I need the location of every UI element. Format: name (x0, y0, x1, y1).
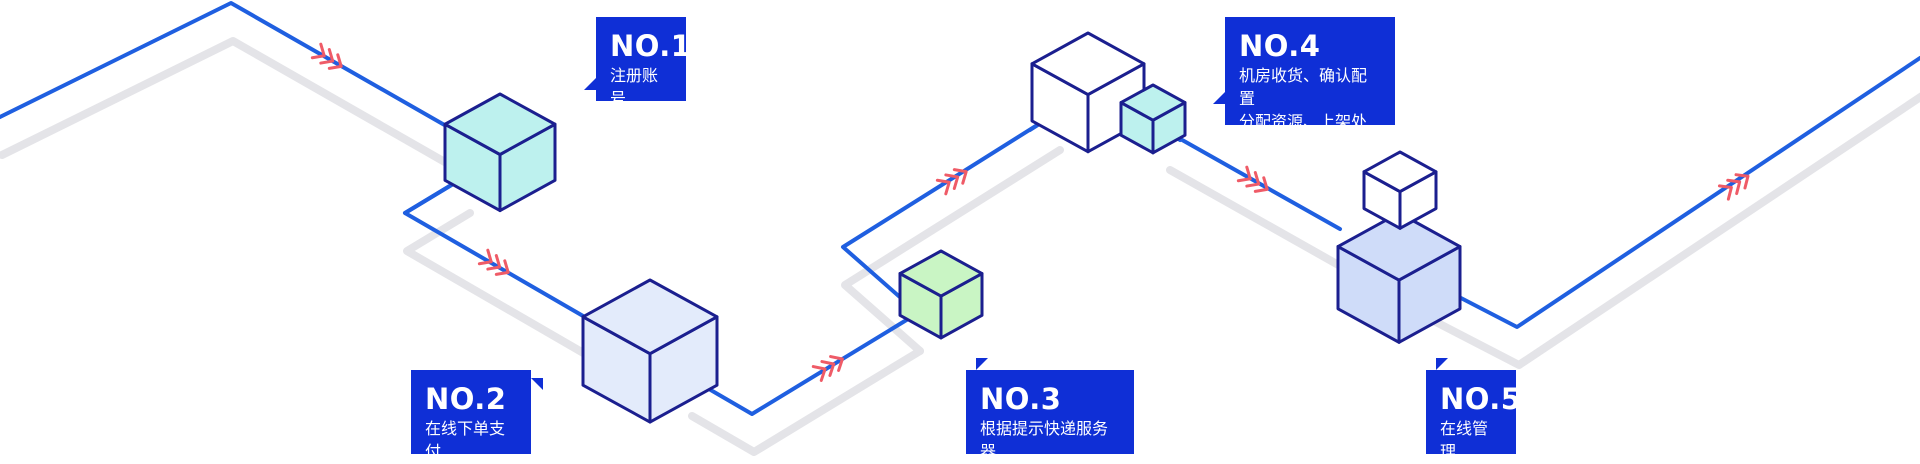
path-segment-5 (1166, 130, 1342, 231)
cube-top-face (1119, 83, 1187, 122)
cube-top-face (898, 249, 984, 298)
path-segment-4 (841, 110, 1060, 315)
cube-step-1 (443, 92, 557, 213)
step-3-callout: NO.3 根据提示快递服务器 (966, 370, 1134, 461)
arrow-chevrons-1 (310, 42, 343, 70)
step-2-callout-tail (531, 378, 543, 390)
cube-step-5-base (1336, 211, 1462, 344)
arrow-chevron (944, 173, 960, 190)
step-3-number: NO.3 (980, 382, 1062, 416)
arrow-chevron (1236, 165, 1252, 183)
arrow-chevrons-5 (1236, 165, 1269, 193)
cube-top-face (443, 92, 557, 156)
cube-top-face (1030, 31, 1146, 97)
step-2-number: NO.2 (425, 382, 507, 416)
cube-step-2 (581, 278, 719, 424)
path-shadow-segment-2 (403, 209, 596, 362)
cube-step-4-small (1119, 83, 1187, 155)
arrow-chevrons-2 (477, 248, 510, 276)
arrow-chevron (1726, 178, 1742, 196)
step-4-number: NO.4 (1239, 29, 1321, 63)
arrow-chevron (811, 365, 827, 382)
arrow-chevron (310, 42, 326, 60)
cubes (443, 31, 1462, 424)
step-4-callout-tail (1213, 92, 1225, 104)
direction-arrows (310, 42, 1750, 382)
arrow-chevron (829, 355, 844, 372)
path-segment-3 (688, 311, 920, 416)
arrow-chevrons-3 (811, 355, 844, 382)
step-5-text: 在线管理 (1440, 421, 1489, 461)
arrow-chevron (1717, 184, 1733, 201)
arrow-chevron (952, 168, 968, 185)
cube-step-4-large (1030, 31, 1146, 154)
arrow-chevron (327, 53, 343, 70)
step-3-callout-tail (976, 358, 988, 370)
step-1-text: 注册账号 (610, 68, 659, 108)
arrow-chevron (486, 254, 502, 271)
arrow-chevron (820, 360, 836, 377)
arrow-chevron (1245, 171, 1261, 188)
cube-step-5-top (1362, 150, 1438, 230)
step-2-text: 在线下单支付 (425, 421, 506, 461)
arrow-chevron (1734, 173, 1750, 190)
arrow-chevron (319, 48, 335, 65)
path-segment-6 (1428, 56, 1920, 329)
step-2-callout: NO.2 在线下单支付 (411, 370, 531, 461)
cube-top-face (581, 278, 719, 356)
arrow-chevron (1253, 176, 1269, 193)
path-shadow-segment-5 (1166, 166, 1346, 271)
arrow-chevron (477, 248, 493, 266)
arrow-chevron (935, 178, 951, 196)
step-5-callout: NO.5 在线管理 (1426, 370, 1522, 461)
path-shadow-segment-3 (688, 347, 924, 456)
step-3-text: 根据提示快递服务器 (980, 421, 1109, 461)
path-shadow (0, 37, 1920, 456)
path-shadow-segment-1 (0, 37, 461, 173)
arrow-chevrons-6 (1717, 173, 1750, 201)
step-4-text-line-2: 分配资源、上架处理 (1239, 114, 1368, 154)
step-1-callout: NO.1 注册账号 (596, 17, 692, 108)
cube-top-face (1362, 150, 1438, 194)
path-shadow-segment-6 (1428, 92, 1920, 369)
arrow-chevron (494, 259, 510, 276)
step-1-number: NO.1 (610, 29, 692, 63)
cube-top-face (1336, 211, 1462, 282)
step-5-callout-tail (1436, 358, 1448, 370)
step-5-number: NO.5 (1440, 382, 1522, 416)
step-1-callout-tail (584, 78, 596, 90)
step-4-text-line-1: 机房收货、确认配置 (1239, 68, 1368, 108)
path-segment-1 (0, 1, 457, 133)
arrow-chevrons-4 (935, 168, 968, 196)
cube-step-3 (898, 249, 984, 340)
step-4-callout: NO.4 机房收货、确认配置 分配资源、上架处理 (1225, 17, 1395, 154)
